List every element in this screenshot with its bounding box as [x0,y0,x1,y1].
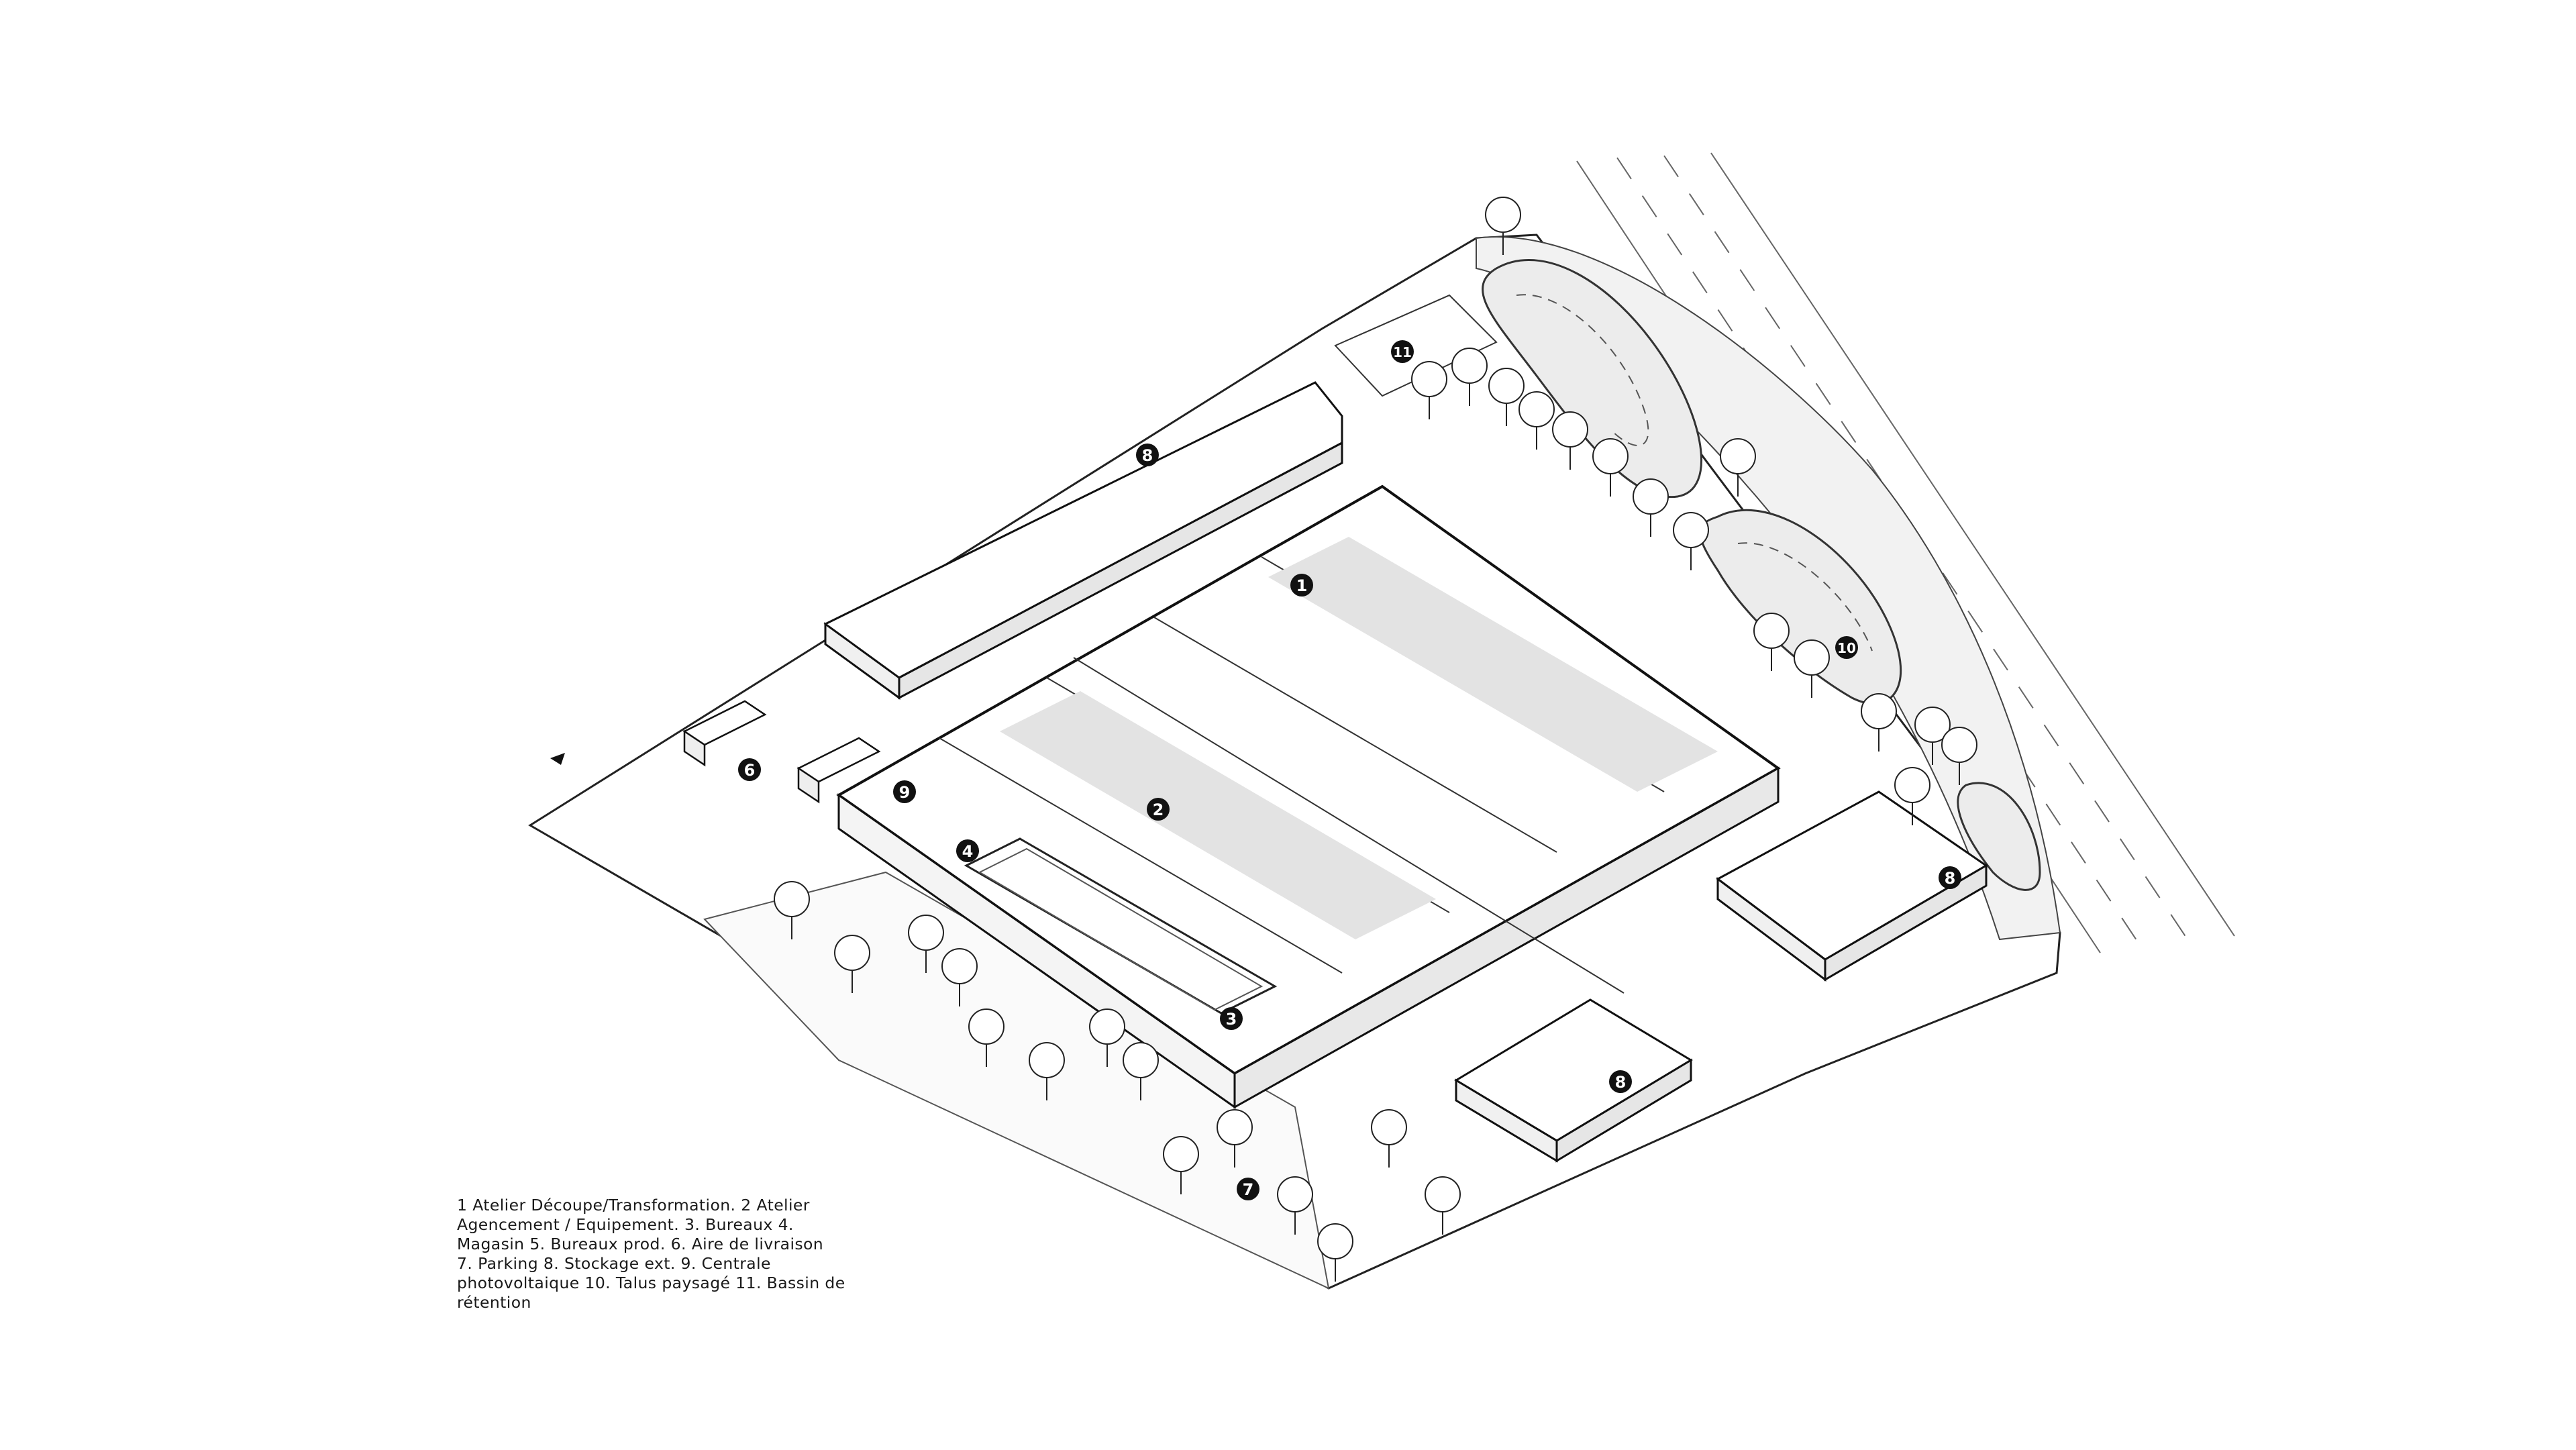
office-block-roof [978,847,1264,1011]
tree-icon [1488,368,1525,426]
legend-line: rétention [457,1293,531,1312]
legend-line: 7. Parking 8. Stockage ext. 9. Centrale [457,1254,771,1273]
tree-icon [1123,1042,1159,1100]
marker-8-north: 8 [1136,444,1159,466]
tree-icon [1592,438,1629,497]
svg-text:7: 7 [1243,1180,1254,1199]
marker-11: 11 [1391,340,1414,363]
tree-icon [1425,1176,1461,1235]
legend-line: 1 Atelier Découpe/Transformation. 2 Atel… [457,1196,810,1214]
svg-text:9: 9 [899,783,911,802]
tree-icon [941,948,978,1006]
legend-line: Agencement / Equipement. 3. Bureaux 4. [457,1215,794,1234]
marker-7: 7 [1237,1178,1259,1200]
entry-arrow-icon [550,753,565,765]
tree-icon [1720,438,1756,497]
building-wall-front-right [1233,766,1780,1109]
tree-icon [1861,693,1897,752]
tree-icon [968,1008,1004,1067]
tree-icon [908,915,944,973]
svg-text:3: 3 [1226,1010,1237,1029]
marker-8-south: 8 [1609,1070,1632,1093]
storage-band [1268,537,1718,792]
svg-text:10: 10 [1837,640,1856,656]
marker-8-east: 8 [1939,866,1961,889]
storage-band [1000,691,1436,939]
tree-icon [1411,361,1447,419]
tree-icon [1552,411,1588,470]
tree-icon [834,935,870,993]
tree-icon [1317,1223,1353,1282]
marker-10: 10 [1835,636,1858,659]
tree-icon [1753,613,1790,671]
marker-6: 6 [738,758,761,781]
svg-text:4: 4 [962,842,974,861]
svg-text:11: 11 [1393,344,1412,360]
svg-text:2: 2 [1153,800,1164,819]
svg-text:8: 8 [1945,869,1956,888]
marker-3: 3 [1220,1007,1243,1030]
retention-basin-area [1334,294,1498,397]
tree-icon [1451,348,1488,406]
pool-dashed-edges [1516,294,1873,652]
tree-icon [1941,727,1977,785]
storage-block-east [1716,790,1988,982]
marker-1: 1 [1290,574,1313,597]
svg-text:1: 1 [1296,576,1308,595]
legend-line: Magasin 5. Bureaux prod. 6. Aire de livr… [457,1235,824,1253]
tree-icon [1371,1109,1407,1168]
marker-2: 2 [1147,798,1170,821]
storage-block-south [1454,998,1693,1163]
svg-text:8: 8 [1615,1073,1627,1092]
tree-icon [1163,1136,1199,1194]
tree-icon [1518,391,1555,450]
tree-icon [1894,767,1930,825]
legend-line: photovoltaique 10. Talus paysagé 11. Bas… [457,1274,845,1292]
svg-text:8: 8 [1142,446,1153,465]
tree-icon [1089,1008,1125,1067]
marker-9: 9 [893,780,916,803]
svg-text:6: 6 [744,761,756,780]
tree-icon [1914,707,1951,765]
storage-block-north [823,381,1343,700]
legend: 1 Atelier Découpe/Transformation. 2 Atel… [457,1196,893,1312]
delivery-trucks [682,700,881,804]
tree-icon [1794,639,1830,698]
tree-icon [1277,1176,1313,1235]
tree-icon [1633,478,1669,537]
tree-icon [1673,512,1709,570]
tree-icon [774,881,810,939]
tree-icon [1217,1109,1253,1168]
marker-4: 4 [956,839,979,862]
main-building [836,484,1781,1109]
markers: 1 2 3 4 6 7 8 8 8 9 10 11 [738,340,1961,1200]
tree-icon [1485,197,1521,255]
tree-icon [1029,1042,1065,1100]
trees [774,197,1977,1282]
